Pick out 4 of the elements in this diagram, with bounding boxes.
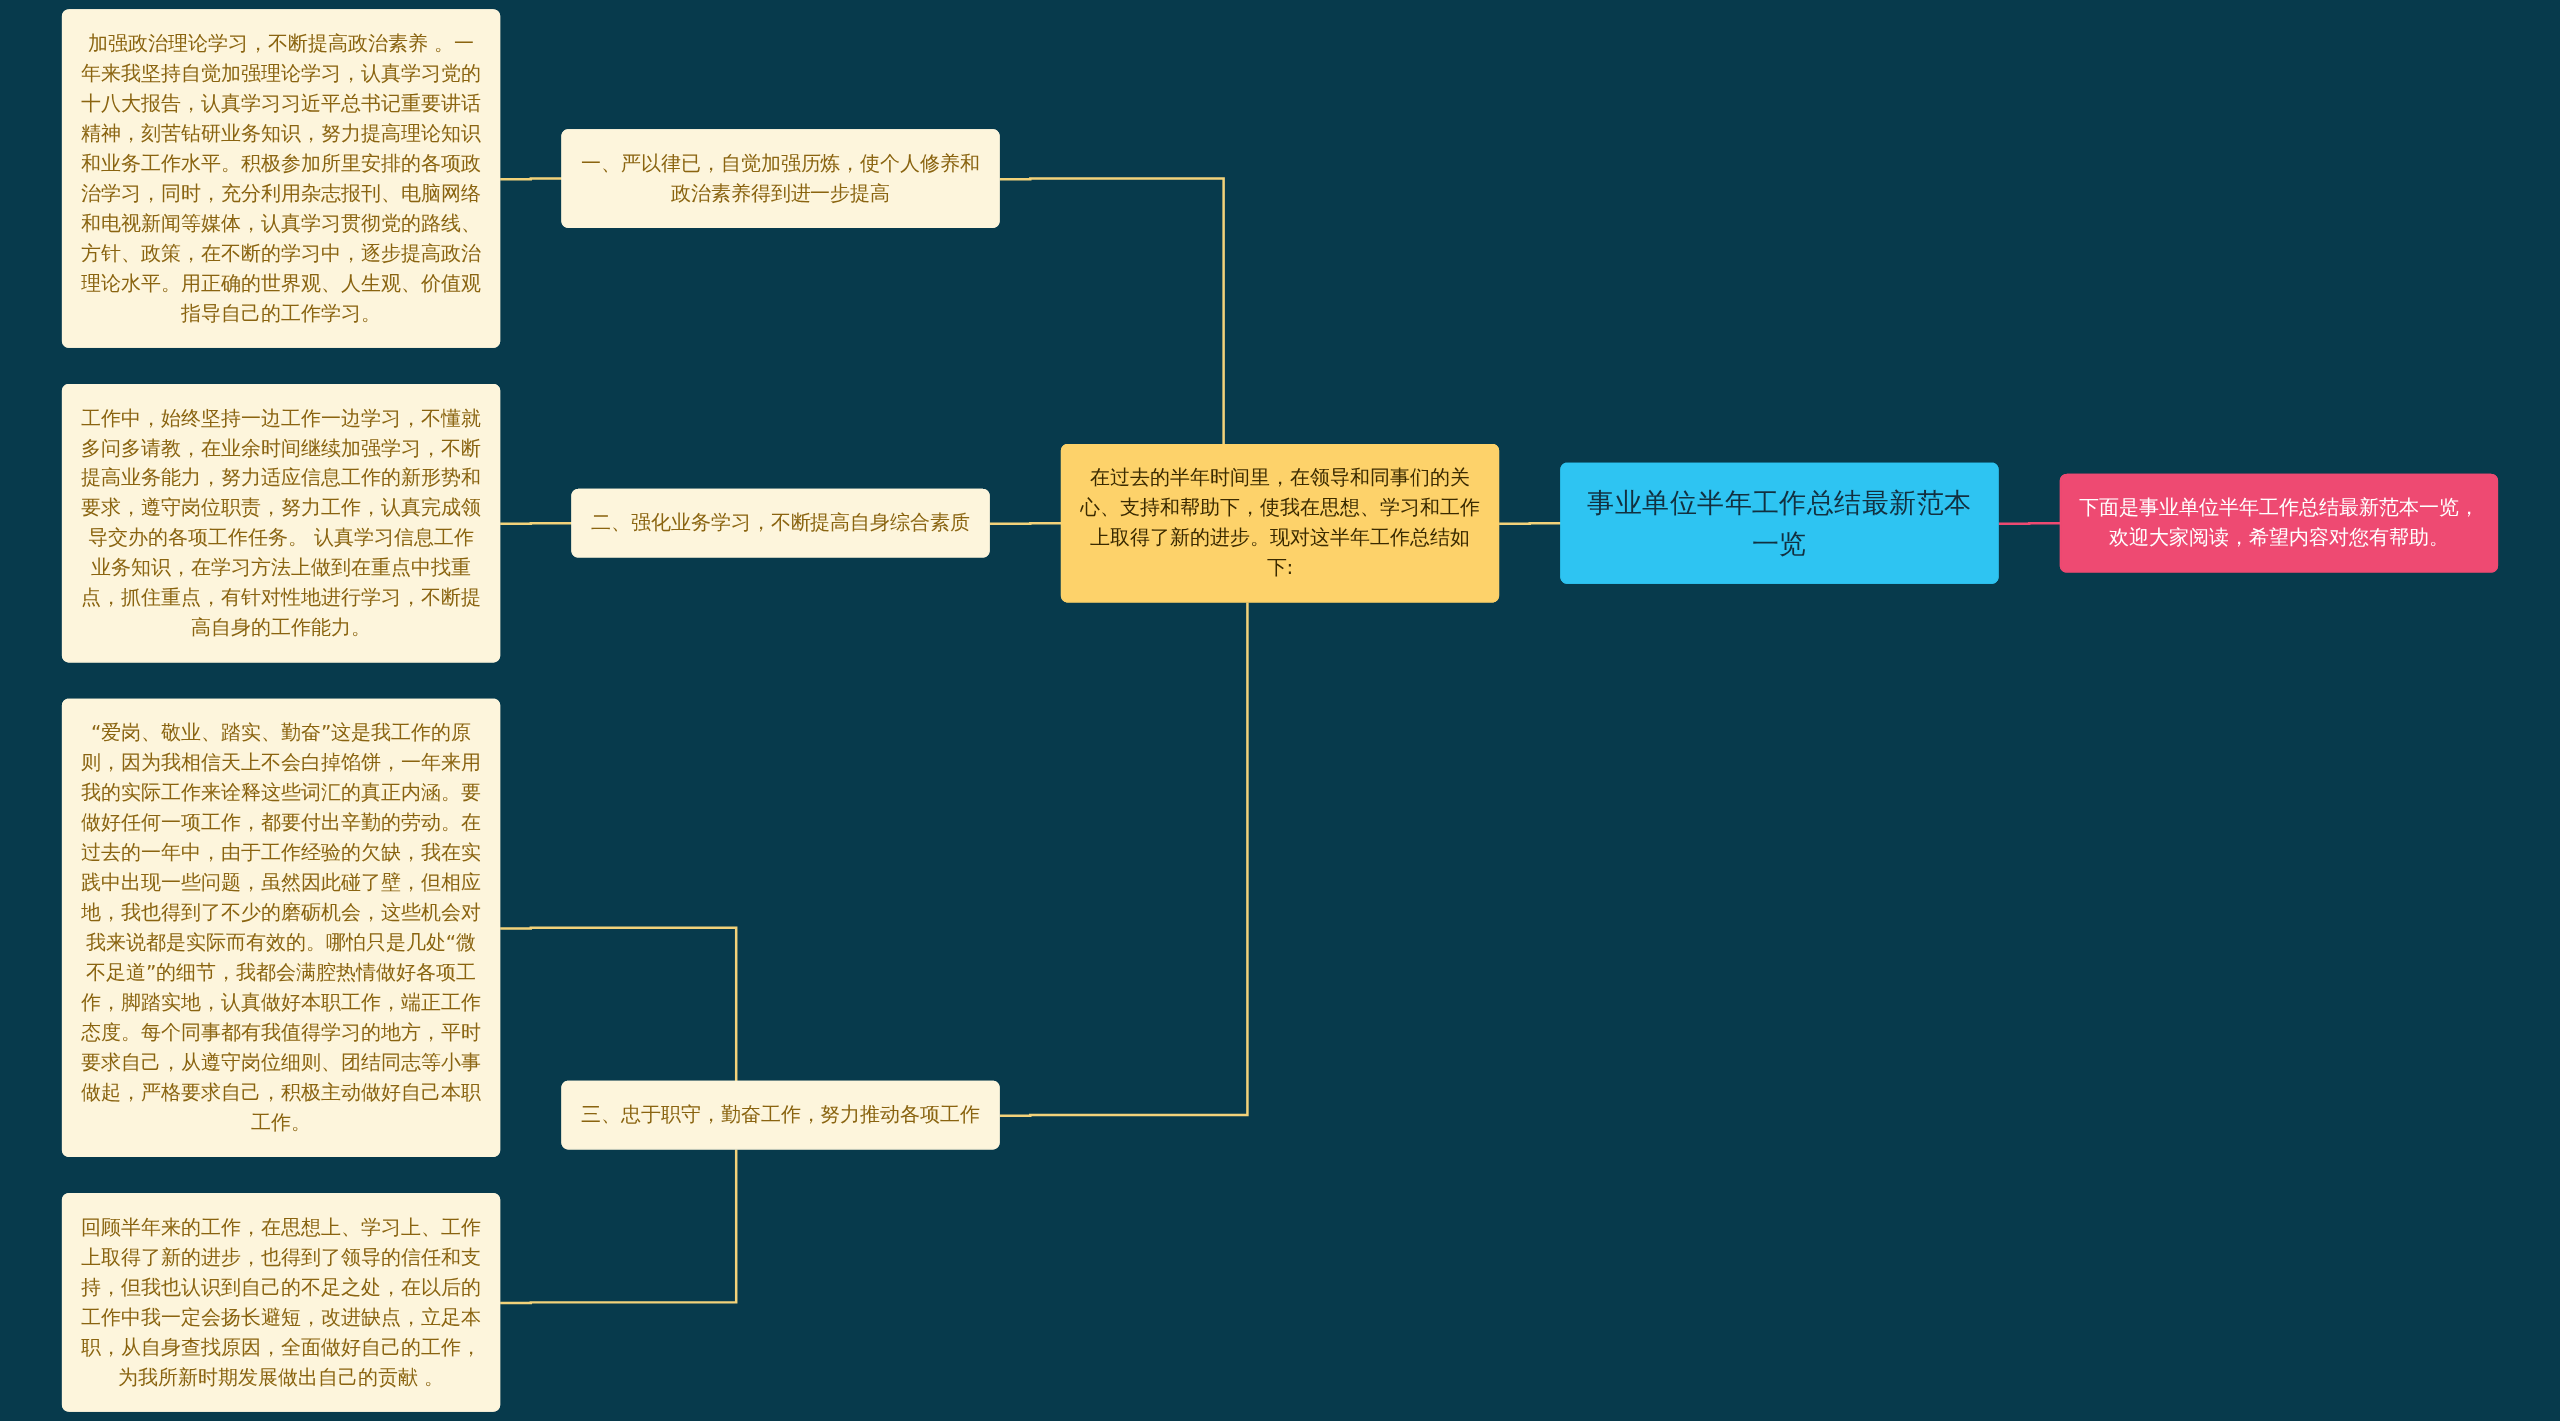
connector: [999, 602, 1249, 1117]
connector: [500, 1149, 738, 1305]
connector: [999, 177, 1225, 446]
connector: [500, 926, 738, 1082]
